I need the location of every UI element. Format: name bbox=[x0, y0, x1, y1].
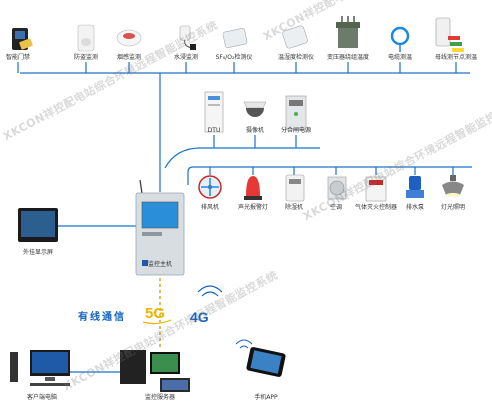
sensor-label: 变压器绕组温度 bbox=[326, 54, 370, 61]
exhaust-fan-icon bbox=[198, 175, 222, 199]
camera-icon bbox=[243, 101, 267, 117]
air-conditioner-icon bbox=[327, 176, 347, 200]
gas-detector-icon bbox=[222, 27, 248, 49]
transformer-icon bbox=[336, 16, 360, 48]
sensor-label: 温湿度检测仪 bbox=[277, 54, 315, 61]
wired-comm-label: 有线通信 bbox=[78, 312, 126, 323]
alarm-light-icon bbox=[244, 176, 262, 200]
connection-lines bbox=[17, 62, 472, 373]
display-label: 外挂显示屏 bbox=[22, 249, 54, 256]
sensor-label: 智能门禁 bbox=[5, 54, 31, 61]
lighting-icon bbox=[442, 175, 464, 197]
fourg-icon: 4G bbox=[190, 285, 223, 325]
sensor-label: 母线测节点测温 bbox=[434, 54, 478, 61]
device-label: 摄像机 bbox=[245, 127, 265, 134]
host-label: 监控主机 bbox=[147, 261, 173, 268]
cable-temperature-icon bbox=[390, 26, 410, 52]
drain-pump-icon bbox=[406, 176, 424, 198]
device-label: 分合闸电源 bbox=[280, 127, 312, 134]
dehumidifier-icon bbox=[285, 174, 305, 202]
svg-text:5G: 5G bbox=[145, 305, 165, 322]
device-label: 声光报警灯 bbox=[237, 204, 269, 211]
access-control-icon bbox=[12, 28, 33, 50]
phone-app-icon bbox=[235, 339, 286, 377]
client-label: 监控服务器 bbox=[144, 394, 176, 401]
fiveg-icon: 5G bbox=[142, 305, 172, 325]
sensor-label: 电缆测温 bbox=[387, 54, 413, 61]
device-label: DTU bbox=[207, 127, 221, 134]
external-display-icon bbox=[18, 208, 58, 242]
device-label: 空调 bbox=[329, 204, 343, 211]
control-bus bbox=[187, 166, 472, 185]
middle-bus bbox=[164, 147, 320, 169]
power-supply-icon bbox=[285, 95, 307, 131]
device-label: 气体灭火控制器 bbox=[354, 204, 398, 211]
dtu-icon bbox=[204, 91, 224, 133]
fire-extinguish-controller-icon bbox=[365, 176, 387, 202]
device-label: 除湿机 bbox=[284, 204, 304, 211]
device-label: 灯光照明 bbox=[440, 204, 466, 211]
water-sensor-icon bbox=[179, 25, 196, 50]
device-label: 排风机 bbox=[200, 204, 220, 211]
temp-humidity-sensor-icon bbox=[282, 25, 308, 49]
server-icon bbox=[120, 350, 190, 392]
busbar-temperature-icon bbox=[435, 17, 464, 52]
sensor-label: 烟感监测 bbox=[116, 54, 142, 61]
svg-text:4G: 4G bbox=[190, 309, 209, 325]
client-pc-icon bbox=[10, 350, 70, 386]
motion-sensor-icon bbox=[77, 24, 95, 52]
sensor-label: SF₆/O₂检测仪 bbox=[215, 54, 253, 61]
sensor-label: 防盗监测 bbox=[73, 54, 99, 61]
client-label: 客户端电脑 bbox=[26, 394, 58, 401]
monitoring-host bbox=[135, 179, 185, 276]
device-label: 排水泵 bbox=[405, 204, 425, 211]
smoke-detector-icon bbox=[116, 29, 142, 47]
client-label: 手机APP bbox=[254, 394, 278, 401]
sensor-label: 水浸监测 bbox=[173, 54, 199, 61]
